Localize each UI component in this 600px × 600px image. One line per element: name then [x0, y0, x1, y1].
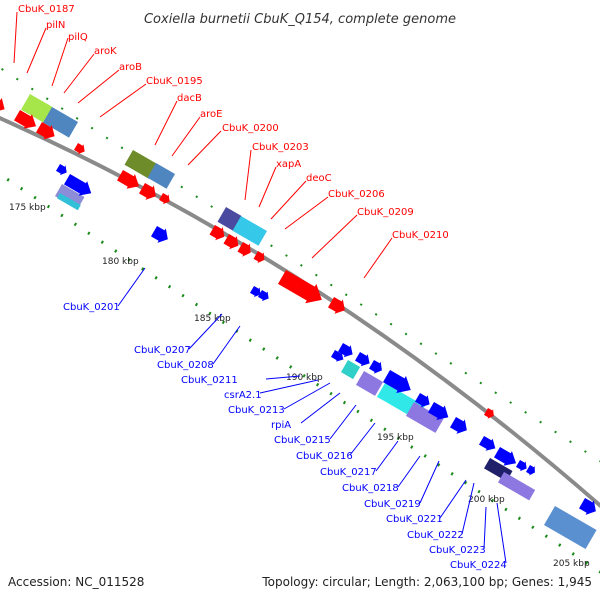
reverse-gene-arrow	[64, 174, 92, 196]
reverse-gene-arrow	[258, 290, 269, 302]
forward-gene-arrow	[117, 170, 140, 189]
reverse-gene-arrow	[151, 226, 168, 243]
forward-gene-arrow	[328, 297, 345, 314]
gene-label-cbuk-0213: CbuK_0213	[228, 405, 285, 416]
reverse-gene-arrow	[428, 402, 449, 420]
forward-gene-arrow	[159, 193, 170, 205]
gene-label-cbuk-0208: CbuK_0208	[157, 360, 214, 371]
tick-label-185: 185 kbp	[194, 314, 231, 324]
gene-label-arob: aroB	[119, 62, 142, 73]
reverse-gene-arrow	[369, 360, 382, 374]
gene-label-cbuk-0218: CbuK_0218	[342, 483, 399, 494]
tick-label-190: 190 kbp	[286, 373, 323, 383]
forward-gene-arrow	[36, 122, 55, 140]
gene-label-cbuk-0207: CbuK_0207	[134, 345, 191, 356]
forward-gene-arrow	[139, 183, 156, 200]
gene-label-cbuk-0224: CbuK_0224	[450, 560, 507, 571]
gene-label-pilq: pilQ	[68, 32, 88, 43]
gene-label-cbuk-0221: CbuK_0221	[386, 514, 443, 525]
reverse-gene-arrow	[250, 286, 261, 298]
gene-label-cbuk-0203: CbuK_0203	[252, 142, 309, 153]
gene-label-cbuk-0219: CbuK_0219	[364, 499, 421, 510]
tick-label-205: 205 kbp	[553, 559, 590, 569]
gene-label-aroe: aroE	[200, 109, 222, 120]
tick-label-175: 175 kbp	[9, 203, 46, 213]
gc-skew-dots	[1, 68, 600, 574]
gene-label-cbuk-0222: CbuK_0222	[407, 530, 464, 541]
reverse-gene-arrow	[415, 393, 430, 408]
reverse-gene-arrow	[338, 343, 353, 358]
forward-gene-arrow	[484, 408, 494, 419]
reverse-gene-arrow	[355, 352, 370, 367]
accession-text: Accession: NC_011528	[8, 575, 144, 589]
forward-gene-arrow	[253, 251, 265, 264]
gene-label-csra2-1: csrA2.1	[224, 390, 262, 401]
forward-gene-arrow	[74, 143, 85, 155]
gene-label-cbuk-0210: CbuK_0210	[392, 230, 449, 241]
forward-gene-arrow	[223, 234, 239, 250]
reverse-gene-arrow	[516, 460, 527, 472]
gene-label-cbuk-0215: CbuK_0215	[274, 435, 331, 446]
reverse-gene-arrow	[479, 436, 496, 451]
forward-label-leaders	[13, 11, 393, 279]
gene-label-cbuk-0209: CbuK_0209	[357, 207, 414, 218]
reverse-gene-arrow	[450, 417, 467, 434]
gene-label-cbuk-0216: CbuK_0216	[296, 451, 353, 462]
gene-label-arok: aroK	[94, 46, 117, 57]
cog-bars	[21, 94, 597, 550]
gene-label-cbuk-0206: CbuK_0206	[328, 189, 385, 200]
forward-gene-arrow	[209, 225, 225, 241]
reverse-gene-arrow	[383, 370, 411, 393]
gene-label-cbuk-0195: CbuK_0195	[146, 76, 203, 87]
reverse-gene-arrow	[56, 164, 67, 176]
reverse-gene-labels: CbuK_0201 CbuK_0207 CbuK_0208 CbuK_0211 …	[63, 302, 507, 571]
reverse-gene-arrow	[526, 465, 535, 476]
reverse-gene-arrow	[494, 447, 517, 466]
forward-gene-arrow	[0, 95, 5, 113]
forward-gene-arrow	[14, 110, 37, 129]
gene-label-cbuk-0211: CbuK_0211	[181, 375, 238, 386]
gene-label-deoc: deoC	[306, 173, 332, 184]
tick-label-180: 180 kbp	[102, 257, 139, 267]
tick-label-200: 200 kbp	[468, 495, 505, 505]
gene-label-xapa: xapA	[276, 159, 301, 170]
reverse-label-leaders	[117, 267, 507, 564]
gene-label-rpia: rpiA	[271, 420, 291, 431]
gene-label-piln: pilN	[46, 20, 65, 31]
forward-gene-arrow	[237, 242, 251, 257]
tick-label-195: 195 kbp	[377, 433, 414, 443]
gene-label-cbuk-0223: CbuK_0223	[429, 545, 486, 556]
topology-text: Topology: circular; Length: 2,063,100 bp…	[261, 575, 592, 589]
map-title: Coxiella burnetii CbuK_Q154, complete ge…	[144, 12, 456, 27]
gene-label-dacb: dacB	[177, 93, 202, 104]
gene-label-cbuk-0201: CbuK_0201	[63, 302, 120, 313]
forward-gene-labels: CbuK_0187 pilN pilQ aroK aroB CbuK_0195 …	[18, 4, 449, 241]
reverse-gene-arrow	[331, 350, 344, 362]
gene-label-cbuk-0200: CbuK_0200	[222, 123, 279, 134]
forward-gene-arrow	[278, 270, 322, 304]
reverse-gene-arrow	[579, 498, 596, 515]
gene-label-cbuk-0187: CbuK_0187	[18, 4, 75, 15]
gene-label-cbuk-0217: CbuK_0217	[320, 467, 377, 478]
